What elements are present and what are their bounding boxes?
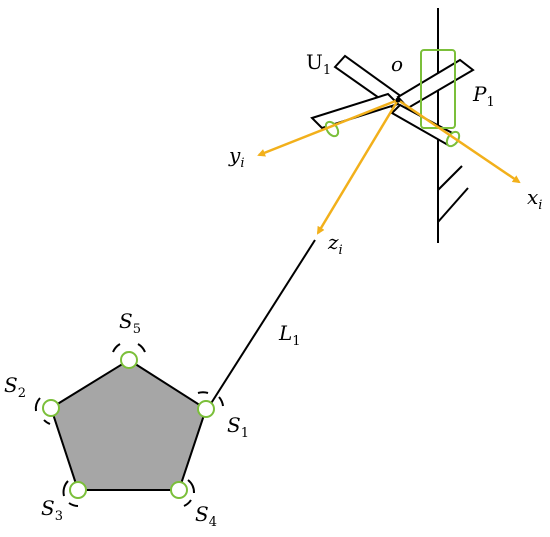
label-s5: S5 [119,309,141,337]
origin-point [395,97,401,103]
rail-brace-lower [437,187,469,223]
moving-platform [49,358,208,491]
label-s3: S3 [41,496,63,524]
axis-x [397,98,521,184]
label-s2: S2 [4,373,26,401]
label-zi: zi [327,230,343,258]
link-l1 [209,239,316,406]
joint-s2 [34,397,60,425]
label-u1: U1 [306,50,331,78]
joint-s5 [112,343,146,369]
label-s1: S1 [227,413,249,441]
label-xi: xi [527,185,542,213]
joint-s3 [62,480,87,507]
label-l1: L1 [278,321,301,349]
axis-y [257,98,399,157]
axis-z [316,99,400,235]
u-joint-arm-lower-left [310,92,400,130]
label-yi: yi [228,143,244,171]
u-joint-arm-right [396,58,475,110]
label-origin: o [391,52,403,76]
joint-s1 [197,391,224,418]
label-p1: P1 [472,82,495,110]
joint-s4 [170,479,195,507]
rail-brace-upper [437,165,463,191]
label-s4: S4 [195,502,217,530]
